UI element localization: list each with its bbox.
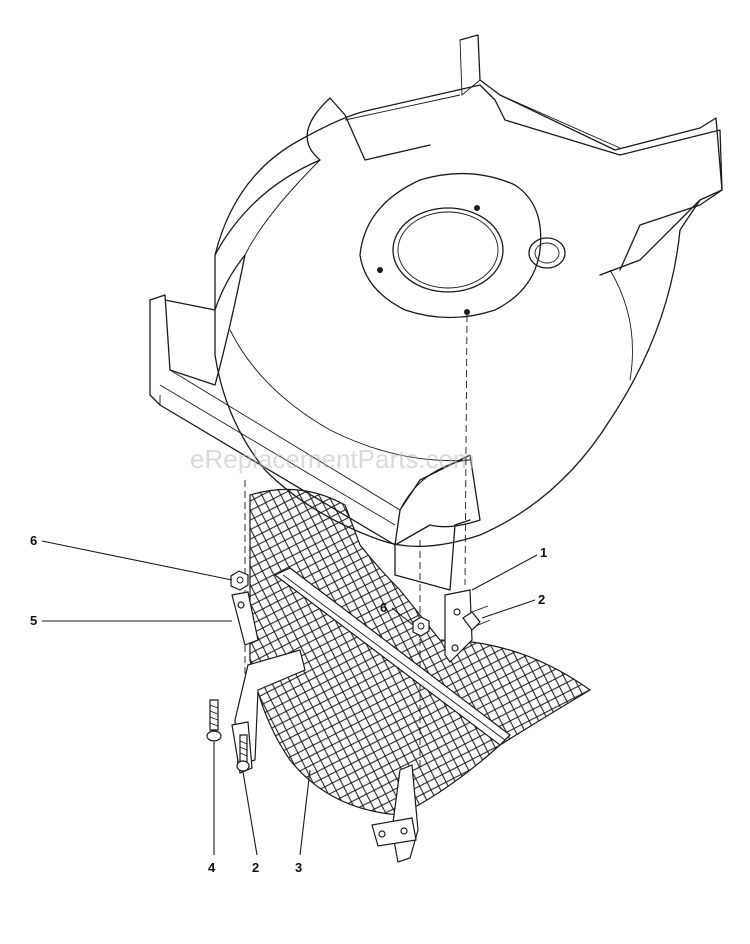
screw-right bbox=[462, 605, 491, 631]
watermark-text: eReplacementParts.com bbox=[190, 444, 475, 474]
screw-bottom bbox=[236, 734, 250, 772]
callout-4: 4 bbox=[208, 860, 216, 875]
callout-2-right: 2 bbox=[538, 592, 545, 607]
lock-nut-top bbox=[230, 570, 249, 591]
callout-3: 3 bbox=[295, 860, 302, 875]
callout-6-left: 6 bbox=[30, 533, 37, 548]
engine-mount-plate bbox=[359, 172, 542, 319]
hardware bbox=[206, 570, 491, 772]
callout-1: 1 bbox=[540, 545, 547, 560]
oil-fill-hole bbox=[528, 237, 566, 269]
deflector-rod bbox=[273, 567, 511, 746]
callout-5: 5 bbox=[30, 613, 37, 628]
callout-6-right: 6 bbox=[380, 600, 387, 615]
crankshaft-opening bbox=[392, 207, 504, 293]
lock-nut-right bbox=[412, 616, 430, 637]
callout-numbers: 6 5 1 2 6 4 2 3 bbox=[30, 533, 547, 875]
deck-rear-flange bbox=[459, 34, 723, 271]
callout-leaders bbox=[41, 540, 538, 856]
hinge-bracket-right bbox=[444, 589, 473, 663]
carriage-bolt bbox=[206, 699, 222, 742]
deck-dome bbox=[214, 84, 723, 548]
deck-front-right-corner bbox=[394, 454, 481, 546]
callout-2-bottom: 2 bbox=[252, 860, 259, 875]
mower-deck-housing bbox=[149, 34, 723, 591]
hinge-bracket-lower bbox=[371, 764, 419, 863]
deck-front-left-skirt bbox=[149, 254, 246, 386]
